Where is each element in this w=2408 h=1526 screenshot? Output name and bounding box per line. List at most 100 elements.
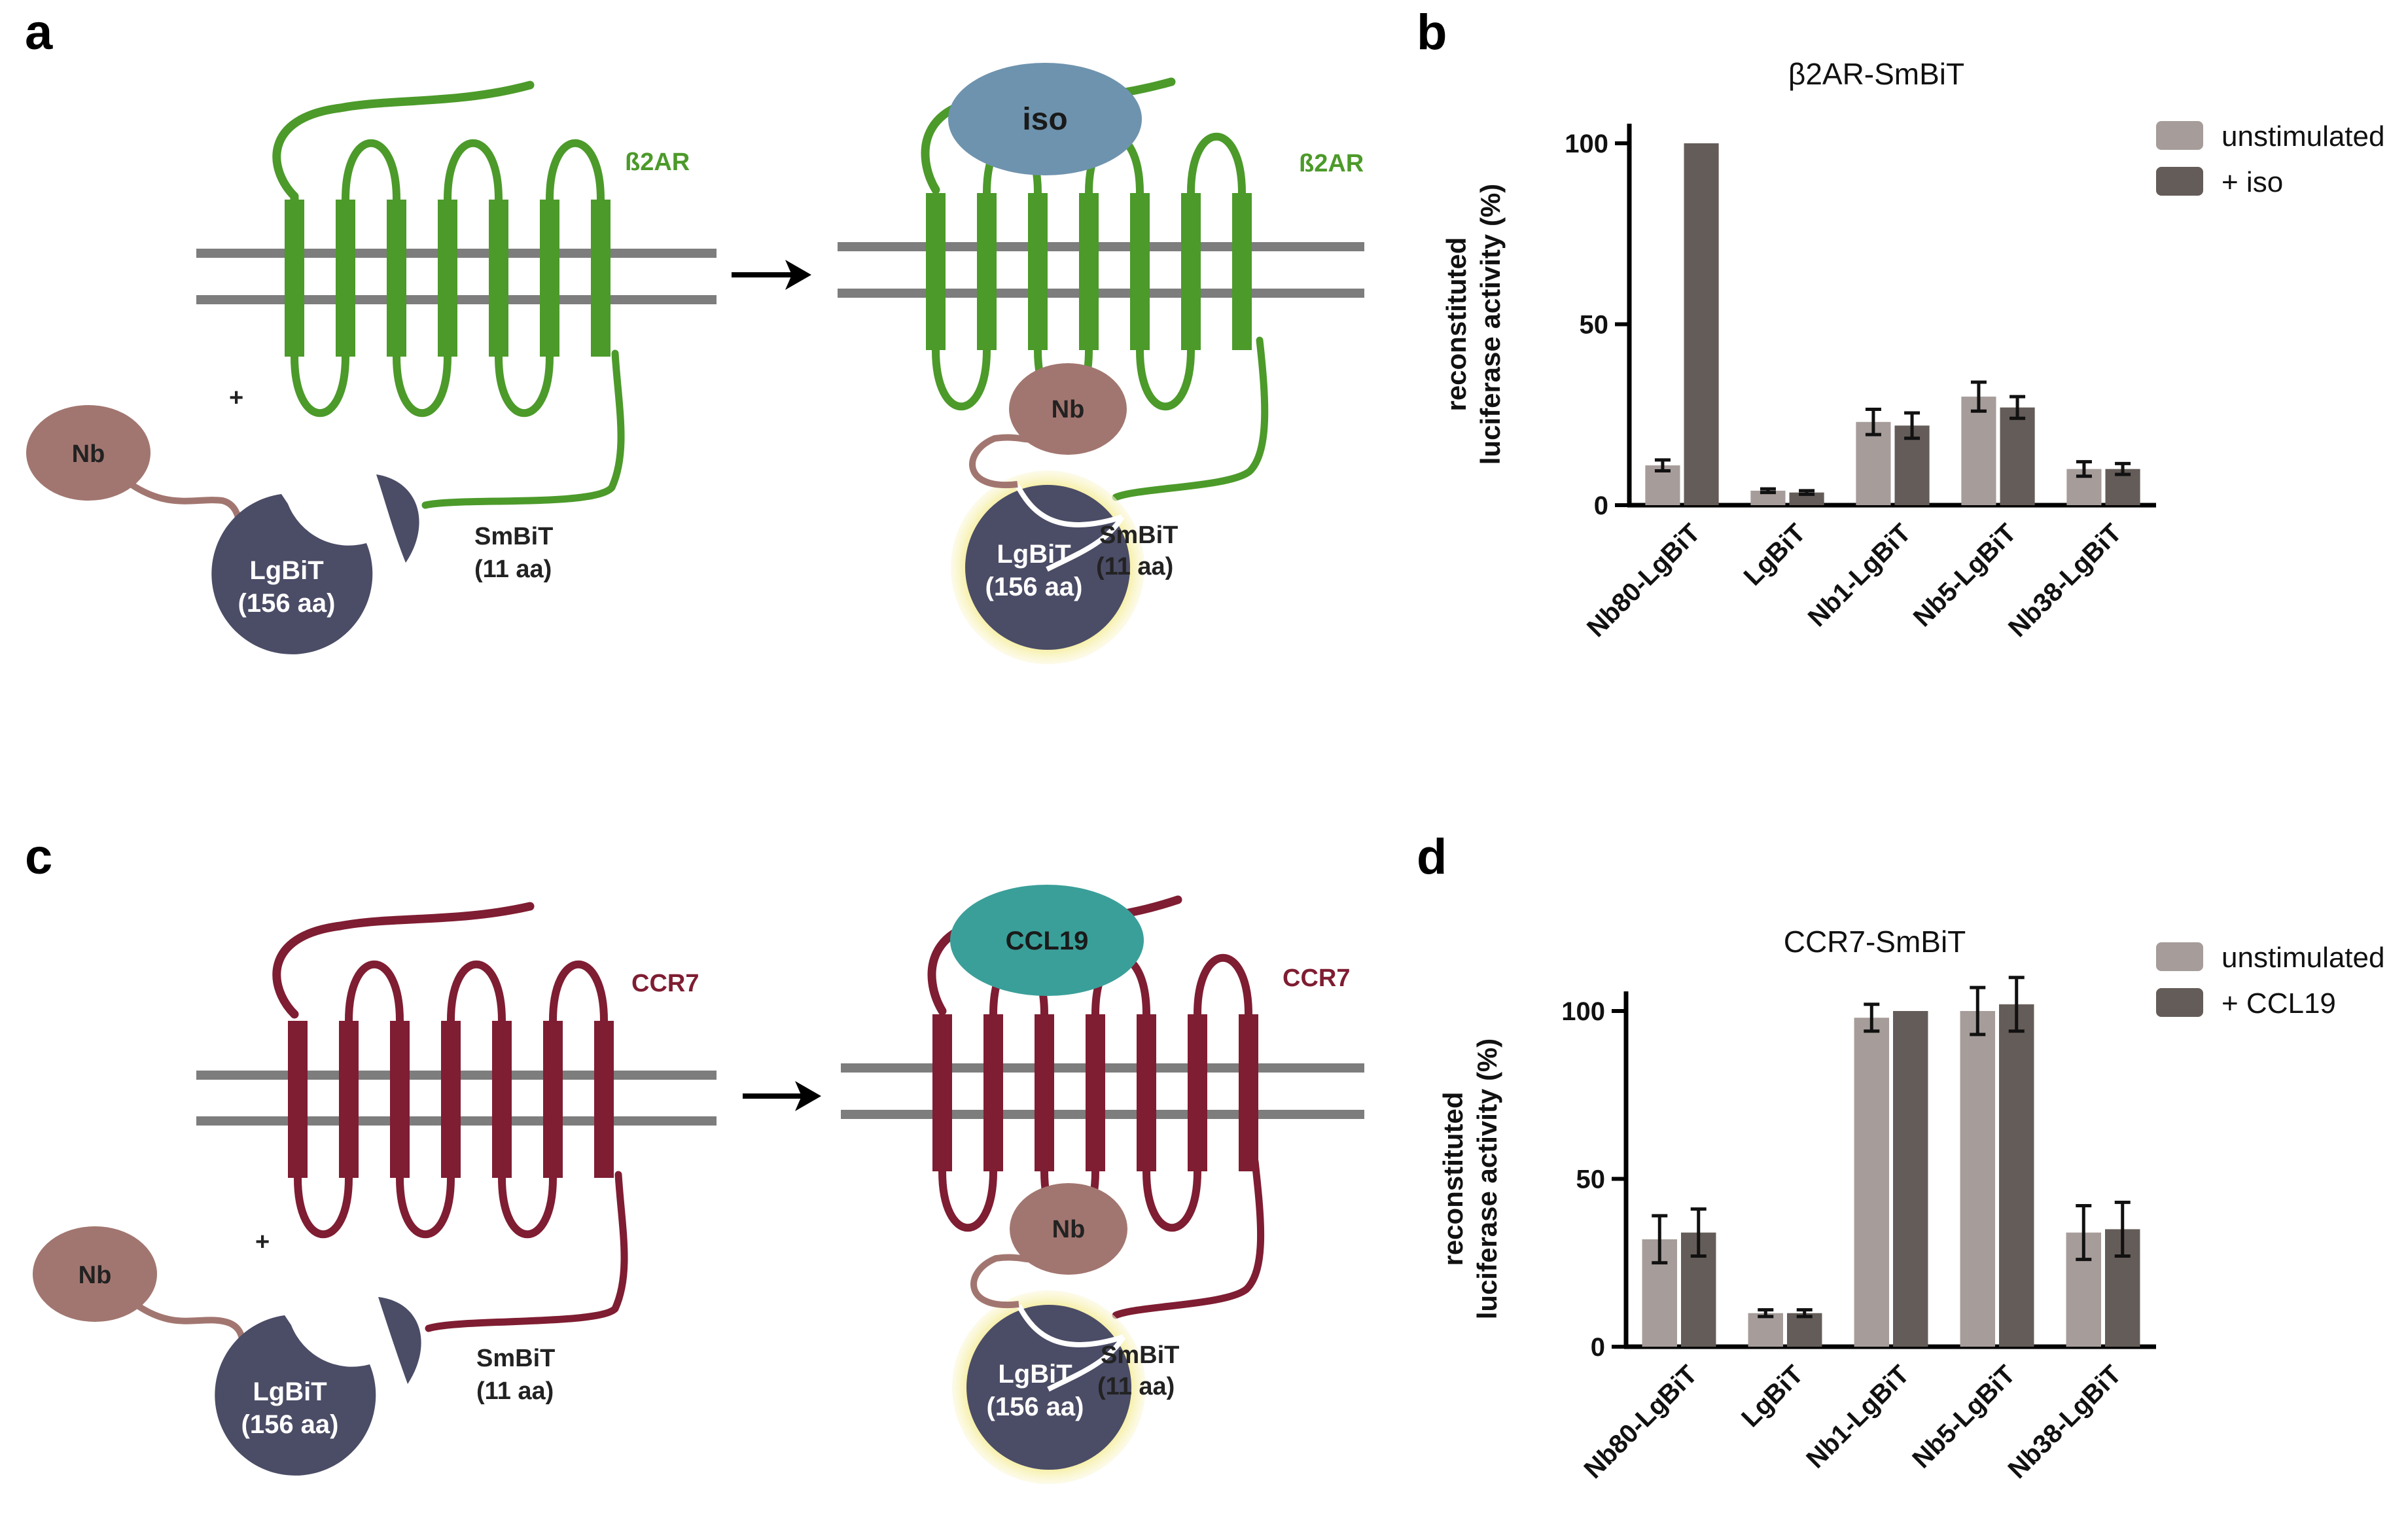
receptor-loop: [932, 349, 991, 411]
schematic-a-after: iso ß2AR LgBiT (156 aa) SmBiT (11 aa) Nb: [838, 63, 1364, 664]
bar: [1684, 143, 1719, 505]
y-tick-label: 100: [1565, 130, 1608, 158]
error-bar: [1758, 1308, 1774, 1319]
legend-label: unstimulated: [2222, 120, 2384, 152]
x-tick-label: Nb38-LgBiT: [2003, 518, 2127, 643]
lgbit-name: LgBiT: [249, 556, 323, 585]
smbit-name: SmBiT: [474, 523, 553, 550]
transmembrane-helix: [1035, 1014, 1054, 1171]
receptor-c-terminus: [1112, 336, 1269, 501]
receptor-loop: [1194, 953, 1252, 1015]
y-tick-label: 0: [1594, 491, 1608, 520]
ligand-label: iso: [1022, 102, 1067, 137]
error-bar: [2115, 461, 2131, 476]
legend-label: + iso: [2222, 166, 2283, 198]
transmembrane-helix: [932, 1014, 952, 1171]
y-tick-label: 50: [1576, 1165, 1606, 1194]
error-bar: [2114, 1200, 2131, 1258]
smbit-boundary: [1015, 484, 1124, 527]
x-tick-label: LgBiT: [1739, 518, 1811, 591]
bar: [1893, 1011, 1928, 1347]
transmembrane-helix: [336, 200, 355, 357]
smbit-boundary: [1047, 1335, 1126, 1392]
receptor-c-terminus: [425, 1171, 628, 1332]
receptor-loop: [345, 960, 404, 1021]
error-bar: [1760, 487, 1776, 495]
transmembrane-helix: [339, 1021, 359, 1178]
receptor-loop: [444, 139, 503, 200]
panel-label-b: b: [1417, 5, 1447, 60]
transmembrane-helix: [543, 1021, 563, 1178]
transmembrane-helix: [1239, 1014, 1258, 1171]
error-bar: [1796, 1308, 1813, 1319]
transmembrane-helix: [977, 193, 997, 350]
transmembrane-helix: [387, 200, 406, 357]
receptor-loop: [447, 960, 506, 1021]
schematic-a-before: ß2AR + Nb LgBiT (156 aa) SmBiT (11 aa): [26, 80, 717, 654]
y-tick-label: 0: [1591, 1333, 1605, 1362]
plus-sign: +: [229, 384, 243, 412]
smbit-size: (11 aa): [476, 1377, 554, 1405]
error-bar: [1690, 1207, 1707, 1258]
nanobody-linker: [129, 481, 242, 524]
receptor-label: ß2AR: [625, 149, 690, 176]
lgbit-size: (156 aa): [241, 1410, 339, 1439]
lgbit-size: (156 aa): [238, 589, 336, 618]
receptor-helices: [288, 960, 614, 1239]
receptor-label: CCR7: [631, 970, 699, 997]
ligand-label: CCL19: [1006, 927, 1089, 955]
lgbit-fragment: [211, 494, 373, 654]
bar: [1789, 492, 1824, 505]
schematic-c-before: CCR7 + Nb LgBiT (156 aa) SmBiT (11 aa): [33, 902, 717, 1476]
error-bar: [1864, 1003, 1880, 1033]
transmembrane-helix: [983, 1014, 1003, 1171]
transmembrane-helix: [438, 200, 457, 357]
x-tick-label: Nb80-LgBiT: [1579, 1360, 1703, 1484]
receptor-loop: [393, 356, 452, 417]
ligand-blob: [948, 63, 1142, 175]
lgbit-name: LgBiT: [253, 1377, 327, 1406]
x-tick-label: Nb1-LgBiT: [1803, 518, 1917, 632]
x-tick-label: Nb80-LgBiT: [1582, 518, 1706, 643]
legend-swatch: [2156, 942, 2203, 971]
bar: [1750, 490, 1786, 505]
legend-label: + CCL19: [2222, 987, 2336, 1020]
smbit-size: (11 aa): [1096, 553, 1173, 580]
plus-sign: +: [255, 1228, 270, 1256]
error-bar: [1904, 411, 1921, 440]
transmembrane-helix: [1028, 193, 1048, 350]
bar: [1999, 1004, 2034, 1347]
nanobody-label: Nb: [72, 440, 105, 468]
smbit-fragment: [378, 1297, 421, 1384]
panel-c: c CCR7 + Nb LgBiT (156 aa) SmBiT (11 aa): [25, 829, 1364, 1484]
smbit-name: SmBiT: [1099, 522, 1178, 549]
error-bar: [2076, 460, 2092, 478]
x-tick-label: Nb38-LgBiT: [2003, 1360, 2127, 1484]
bar: [1787, 1313, 1822, 1347]
nanobody: [1009, 363, 1127, 455]
receptor-helices: [926, 132, 1252, 411]
transmembrane-helix: [1086, 1014, 1105, 1171]
schematic-c-after: CCL19 CCR7 LgBiT (156 aa) SmBiT (11 aa) …: [841, 885, 1364, 1484]
error-bar: [1865, 407, 1881, 436]
lgbit-size: (156 aa): [987, 1393, 1084, 1421]
receptor-loop: [546, 139, 605, 200]
transmembrane-helix: [285, 200, 304, 357]
chart-title: β2AR-SmBiT: [1788, 57, 1964, 91]
transmembrane-helix: [1130, 193, 1150, 350]
error-bar: [2076, 1204, 2092, 1262]
lgbit-fragment: [215, 1315, 376, 1476]
receptor-loop: [938, 1171, 997, 1232]
receptor-label: CCR7: [1283, 965, 1350, 992]
lgbit-name: LgBiT: [997, 540, 1071, 569]
nanobody: [26, 405, 150, 501]
receptor-loop: [272, 902, 535, 1019]
receptor-c-terminus: [1112, 1158, 1265, 1319]
smbit-boundary: [1016, 1304, 1125, 1347]
smbit-fragment: [376, 474, 419, 563]
error-bar: [2010, 395, 2026, 420]
error-bar: [1970, 985, 1986, 1037]
nanobody-label: Nb: [79, 1262, 112, 1289]
